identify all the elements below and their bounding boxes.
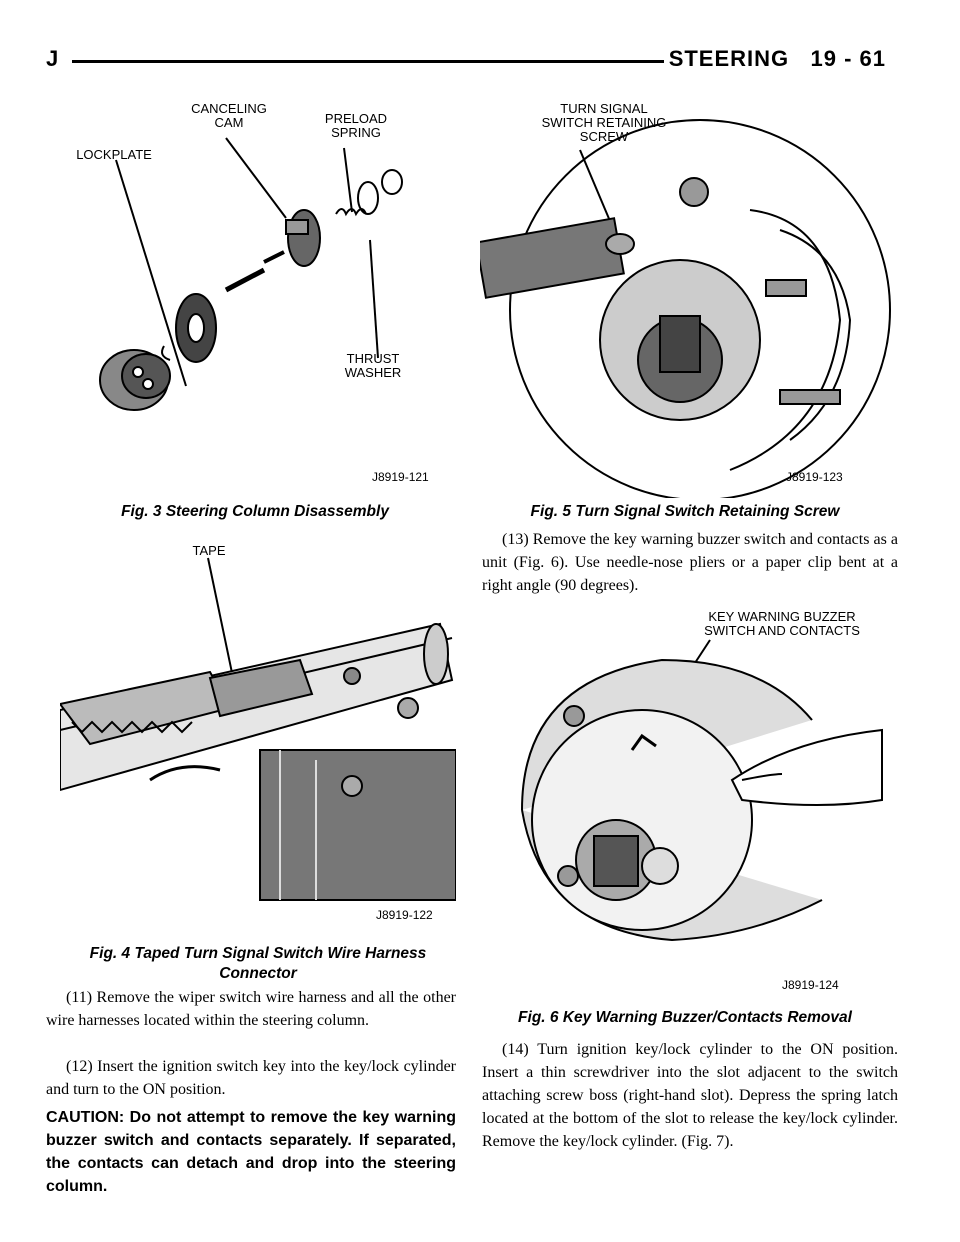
page-header: J STEERING 19 - 61 (46, 44, 886, 74)
header-section-page: STEERING 19 - 61 (669, 46, 886, 72)
turn-signal-switch-illustration (480, 119, 891, 498)
figure-6-caption: Fig. 6 Key Warning Buzzer/Contacts Remov… (518, 1009, 852, 1026)
header-page-number: 19 - 61 (810, 46, 886, 71)
paragraph-step-13: (13) Remove the key warning buzzer switc… (482, 531, 898, 594)
callout-canceling-cam: CANCELING CAM (191, 101, 267, 130)
figure-3-caption: Fig. 3 Steering Column Disassembly (121, 503, 389, 520)
callout-tape: TAPE (192, 543, 226, 558)
figure-6-id: J8919-124 (782, 978, 839, 992)
steering-column-parts-illustration (99, 137, 403, 411)
caution-note: CAUTION: Do not attempt to remove the ke… (46, 1109, 456, 1195)
figure-3-id: J8919-121 (372, 470, 429, 484)
figure-4-caption: Fig. 4 Taped Turn Signal Switch Wire Har… (89, 945, 427, 982)
figure-6: KEY WARNING BUZZER SWITCH AND CONTACTS J… (482, 600, 898, 1004)
paragraph-step-11: (11) Remove the wiper switch wire harnes… (46, 989, 456, 1029)
callout-preload-spring: PRELOAD SPRING (324, 111, 388, 140)
figure-3: CANCELING CAM PRELOAD SPRING LOCKPLATE T… (46, 90, 456, 498)
callout-key-warning-buzzer: KEY WARNING BUZZER SWITCH AND CONTACTS (704, 609, 860, 638)
header-rule (72, 60, 664, 63)
callout-lockplate: LOCKPLATE (76, 147, 152, 162)
callout-thrust-washer: THRUST WASHER (344, 351, 402, 380)
figure-4: TAPE J8919-122 (60, 530, 456, 940)
header-letter: J (46, 46, 59, 71)
figure-4-id: J8919-122 (376, 908, 433, 922)
figure-5: TURN SIGNAL SWITCH RETAINING SCREW J8919… (480, 90, 900, 498)
header-section: STEERING (668, 46, 790, 71)
figure-5-caption: Fig. 5 Turn Signal Switch Retaining Scre… (530, 503, 840, 520)
paragraph-step-14: (14) Turn ignition key/lock cylinder to … (482, 1041, 898, 1150)
figure-5-id: J8919-123 (786, 470, 843, 484)
paragraph-step-12: (12) Insert the ignition switch key into… (46, 1058, 456, 1098)
taped-harness-illustration (60, 557, 456, 901)
callout-turn-signal-retaining-screw: TURN SIGNAL SWITCH RETAINING SCREW (541, 101, 667, 144)
key-warning-buzzer-illustration (521, 639, 883, 942)
